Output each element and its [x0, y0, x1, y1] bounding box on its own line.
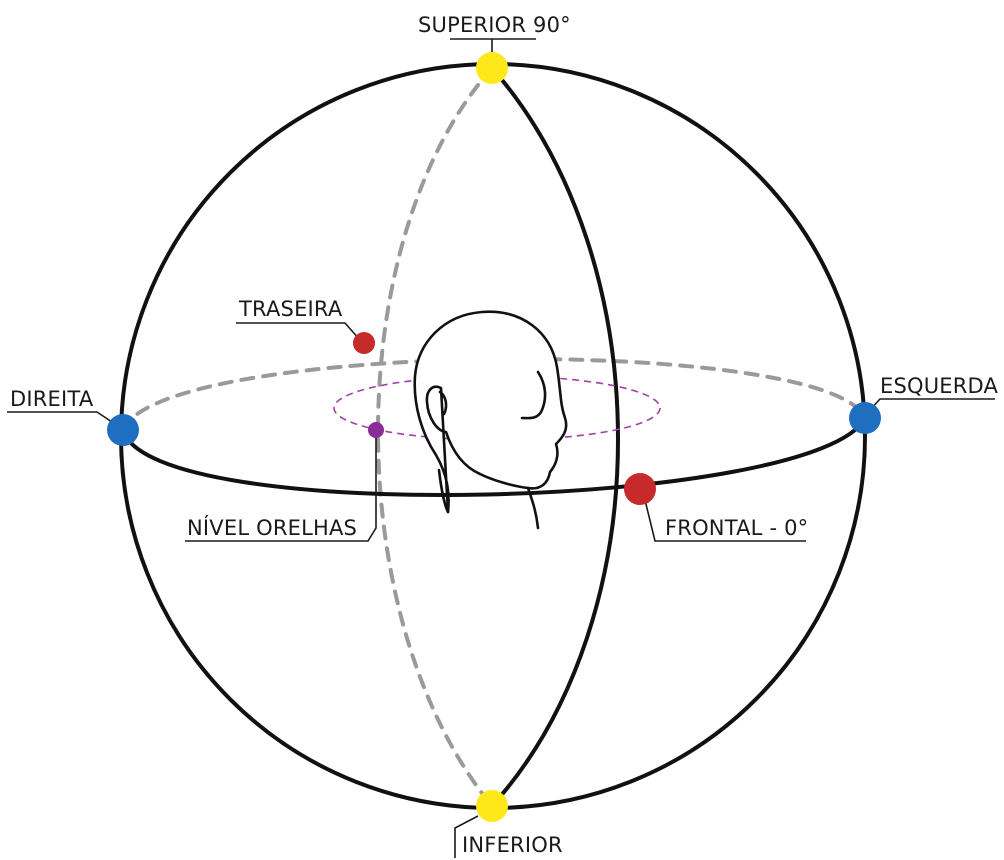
- traseira-marker: [353, 332, 375, 354]
- inferior-label: INFERIOR: [462, 833, 563, 857]
- frontal-marker: [624, 473, 656, 505]
- meridian-front-arc: [490, 66, 620, 808]
- esquerda-leader: [867, 398, 995, 413]
- nivel-orelhas-marker: [368, 422, 384, 438]
- horizon-front-arc: [121, 416, 867, 497]
- esquerda-label: ESQUERDA: [880, 374, 999, 398]
- inferior-leader: [454, 815, 479, 858]
- traseira-label: TRASEIRA: [238, 297, 343, 321]
- superior-label: SUPERIOR 90°: [418, 13, 571, 37]
- direita-label: DIREITA: [10, 387, 94, 411]
- frontal-label: FRONTAL - 0°: [665, 516, 808, 540]
- frontal-leader: [643, 495, 806, 542]
- direita-leader: [7, 411, 119, 427]
- superior-marker: [476, 52, 508, 84]
- nivel-orelhas-leader: [185, 438, 377, 542]
- esquerda-marker: [849, 402, 881, 434]
- head-icon: [413, 310, 568, 530]
- traseira-leader: [236, 322, 361, 341]
- nivel-orelhas-label: NÍVEL ORELHAS: [187, 515, 357, 540]
- inferior-marker: [476, 790, 508, 822]
- direita-marker: [107, 414, 139, 446]
